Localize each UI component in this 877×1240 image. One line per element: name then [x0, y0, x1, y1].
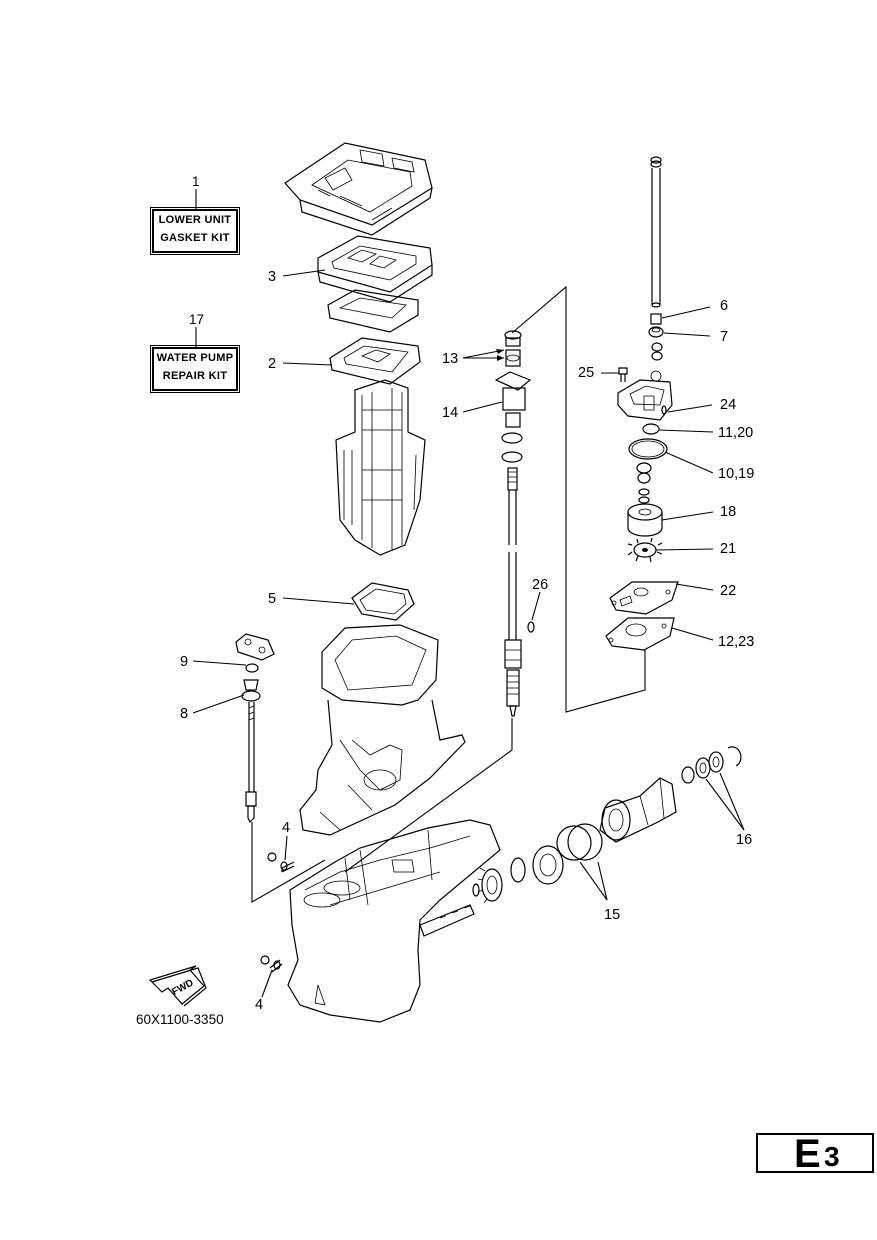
callout-labels: 3 2 5 9 8 13 14 25 6 7 24 11,20 10,19 18… [180, 269, 754, 1013]
pump-kit-box: WATER PUMP REPAIR KIT [152, 347, 238, 391]
callout-16: 16 [736, 832, 752, 848]
bearing-part [510, 845, 564, 885]
pin-26-part [527, 621, 535, 633]
leader-lines [192, 269, 745, 998]
kit-number-pump: 17 [189, 312, 205, 327]
callout-4-upper: 4 [282, 820, 290, 836]
kit-number-gasket: 1 [192, 174, 200, 189]
gearcase-part [287, 819, 501, 1023]
callout-18: 18 [720, 504, 736, 520]
fwd-label: FWD [170, 978, 195, 998]
callout-4-lower: 4 [255, 997, 263, 1013]
oil-seals-16-part [681, 746, 742, 784]
callout-25: 25 [578, 365, 594, 381]
callout-22: 22 [720, 583, 736, 599]
driveshaft-part [494, 330, 532, 717]
exhaust-manifold-part [284, 142, 433, 236]
gasket-kit-box: LOWER UNIT GASKET KIT [152, 209, 238, 253]
gasket-12-part [605, 617, 675, 651]
o-ring-15-part [556, 823, 603, 861]
section-badge: E 3 [756, 1132, 874, 1176]
adapter-plate-part [327, 289, 419, 333]
callout-2: 2 [268, 356, 276, 372]
callout-7: 7 [720, 329, 728, 345]
outer-plate-22-part [609, 581, 679, 615]
shaft-housing-part [599, 777, 677, 843]
callout-24: 24 [720, 397, 736, 413]
gasket-kit-line2: GASKET KIT [160, 232, 230, 244]
shift-bracket-part [235, 633, 275, 673]
section-letter: E [794, 1132, 821, 1176]
gasket-5-part [351, 582, 415, 621]
callout-15: 15 [604, 907, 620, 923]
callout-10-19: 10,19 [718, 466, 754, 482]
shift-rod-part [241, 679, 261, 824]
callout-3: 3 [268, 269, 276, 285]
diagram-number: 60X1100-3350 [136, 1012, 224, 1027]
callout-21: 21 [720, 541, 736, 557]
callout-6: 6 [720, 298, 728, 314]
pump-kit-line1: WATER PUMP [156, 352, 234, 364]
pump-housing-part [617, 370, 673, 421]
gasket-2-part [329, 337, 421, 385]
gasket-kit-line1: LOWER UNIT [158, 214, 232, 226]
callout-9: 9 [180, 654, 188, 670]
liner-seal-10-part [628, 438, 668, 460]
bolt-25-part [618, 367, 628, 382]
propeller-shaft-part [419, 904, 475, 937]
callout-5: 5 [268, 591, 276, 607]
section-number: 3 [824, 1141, 840, 1172]
callout-8: 8 [180, 706, 188, 722]
gasket-3-part [317, 235, 433, 303]
driveshaft-housing-part [299, 624, 466, 836]
callout-11-20: 11,20 [718, 425, 753, 441]
assembly-lines [251, 285, 646, 903]
pump-kit-line2: REPAIR KIT [162, 370, 228, 382]
upper-casing-part [335, 379, 426, 556]
callout-26: 26 [532, 577, 548, 593]
fwd-arrow-icon: FWD [148, 965, 207, 1007]
water-tube-part [648, 156, 664, 361]
impeller-21-part [627, 537, 663, 563]
callout-14: 14 [442, 405, 458, 421]
o-ring-11-part [642, 423, 660, 435]
bolt-4-lower-part [260, 955, 283, 973]
forward-gear-part [472, 867, 503, 904]
pump-small-parts [636, 462, 652, 504]
callout-13: 13 [442, 351, 458, 367]
bolt-4-upper-part [267, 852, 295, 873]
callout-12-23: 12,23 [718, 634, 754, 650]
impeller-housing-18-part [627, 503, 663, 537]
